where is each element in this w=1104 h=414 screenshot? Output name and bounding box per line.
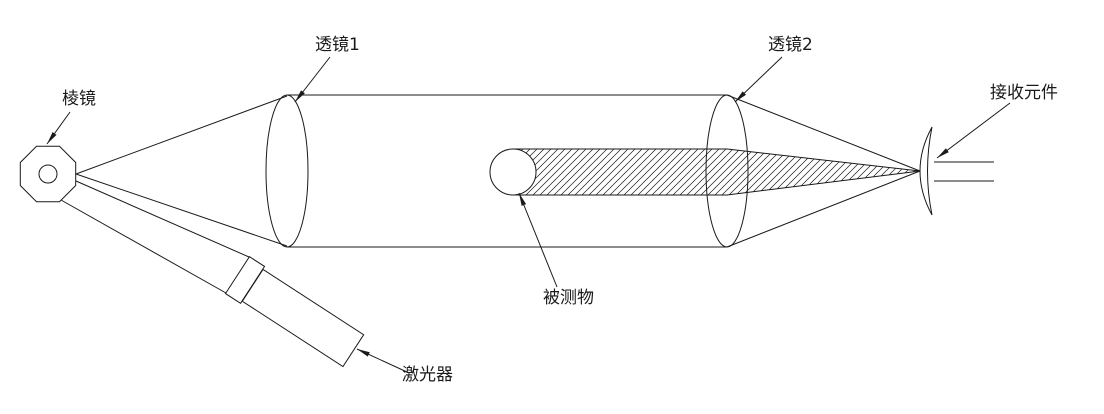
lens2-label: 透镜2 <box>768 35 813 55</box>
measured-object-circle <box>489 148 537 196</box>
lens1-leader-line <box>294 56 331 103</box>
receiver-element <box>919 126 933 216</box>
ray-prism-to-lens1-lower <box>75 173 288 247</box>
measured-object-leader-line <box>518 192 558 288</box>
object-shadow-beam-hatch <box>512 148 921 196</box>
laser-label: 激光器 <box>402 365 453 385</box>
prism-leader-line <box>46 111 71 145</box>
laser-body <box>241 268 365 368</box>
lens2-leader-line <box>734 56 783 103</box>
prism-hole <box>38 164 58 184</box>
lens1-label: 透镜1 <box>315 35 360 55</box>
lens1-ellipse <box>265 94 309 248</box>
receiver-leader-line <box>936 102 1011 159</box>
lens2-ellipse <box>705 94 749 248</box>
ray-lens2-to-receiver-upper <box>726 94 921 172</box>
prism-label: 棱镜 <box>62 89 96 109</box>
laser-beam-upper <box>75 180 250 258</box>
ray-lens2-to-receiver-lower <box>726 170 921 248</box>
ray-prism-to-lens1-upper <box>75 95 288 175</box>
measured-object-label: 被测物 <box>543 288 594 308</box>
laser-beam-lower <box>60 199 227 294</box>
receiver-label: 接收元件 <box>990 83 1058 103</box>
laser-leader-line <box>356 348 408 373</box>
